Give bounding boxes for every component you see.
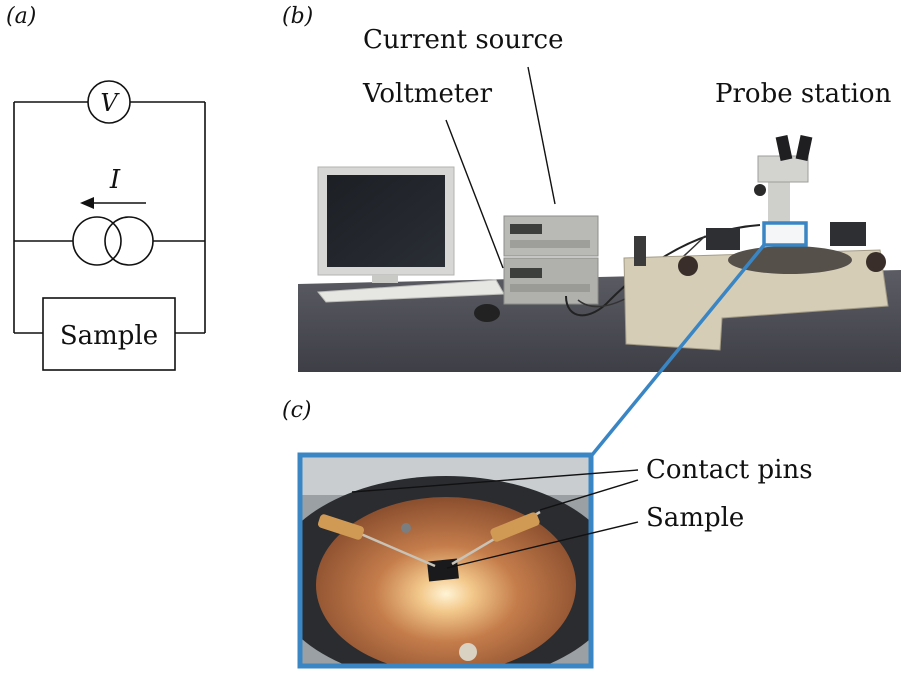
leader-contact-pins-left	[351, 469, 639, 493]
current-source-coil-right	[104, 216, 154, 266]
microscope-column	[768, 176, 790, 224]
current-arrow-head	[80, 197, 94, 209]
mouse	[474, 304, 500, 322]
leader-voltmeter	[445, 119, 504, 269]
probe-manipulator-left	[706, 228, 740, 250]
pin-holder-right	[490, 512, 540, 542]
label-probe-station: Probe station	[715, 79, 892, 109]
label-contact-pins: Contact pins	[646, 455, 813, 485]
sample-highlight-box	[762, 221, 808, 247]
voltmeter-unit	[503, 257, 599, 305]
label-voltmeter: Voltmeter	[363, 79, 493, 109]
microscope-eyepiece-left	[775, 135, 793, 161]
panel-label-a: (a)	[6, 4, 37, 29]
leader-current-source	[527, 66, 556, 205]
label-sample-closeup: Sample	[646, 503, 745, 533]
current-source-unit	[503, 215, 599, 257]
microscope-eyepiece-right	[795, 135, 813, 161]
voltmeter-symbol	[87, 80, 131, 124]
current-label: I	[109, 165, 121, 195]
leader-sample	[446, 521, 639, 569]
label-current-source: Current source	[363, 25, 564, 55]
sample-box	[42, 297, 176, 371]
voltmeter-label: V	[100, 89, 120, 117]
monitor-stand	[372, 275, 398, 283]
probe-manipulator-right	[830, 222, 866, 246]
current-source-coil-left	[72, 216, 122, 266]
zoom-connector-left	[590, 243, 766, 457]
leader-contact-pins-right	[539, 479, 639, 511]
zoom-frame	[297, 452, 594, 669]
copper-chuck	[316, 497, 576, 666]
sample-label: Sample	[60, 321, 158, 351]
pin-holder-left	[318, 514, 364, 540]
sample-chip	[427, 558, 459, 582]
panel-label-c: (c)	[282, 398, 312, 423]
monitor-screen	[327, 175, 445, 267]
panel-label-b: (b)	[282, 4, 314, 29]
